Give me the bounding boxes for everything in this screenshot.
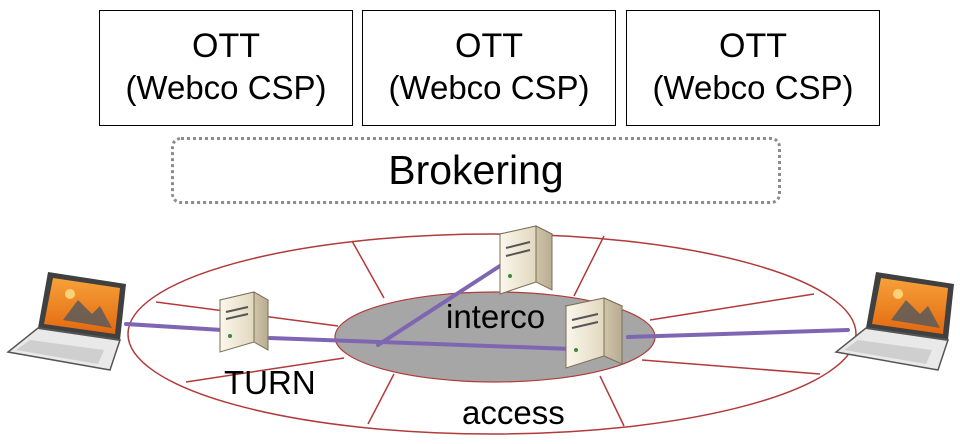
- access-label: access: [462, 394, 565, 431]
- ott-box-1: OTT (Webco CSP): [99, 10, 353, 126]
- server-icon: [498, 225, 554, 295]
- ott-box-3: OTT (Webco CSP): [626, 10, 880, 126]
- server-icon: [218, 291, 270, 353]
- ott-title: OTT: [455, 27, 523, 65]
- ott-subtitle: (Webco CSP): [125, 69, 327, 106]
- interco-label: interco: [446, 298, 546, 335]
- server-icon: [564, 297, 624, 369]
- brokering-label: Brokering: [388, 147, 564, 193]
- ott-box-2: OTT (Webco CSP): [362, 10, 616, 126]
- brokering-box: Brokering: [171, 137, 781, 204]
- ott-title: OTT: [192, 27, 260, 65]
- laptop-icon: [6, 272, 126, 371]
- network-links: [124, 260, 850, 351]
- ott-title: OTT: [719, 27, 787, 65]
- laptop-icon: [834, 272, 954, 371]
- ott-subtitle: (Webco CSP): [652, 69, 854, 106]
- ott-subtitle: (Webco CSP): [388, 69, 590, 106]
- turn-label: TURN: [224, 364, 316, 401]
